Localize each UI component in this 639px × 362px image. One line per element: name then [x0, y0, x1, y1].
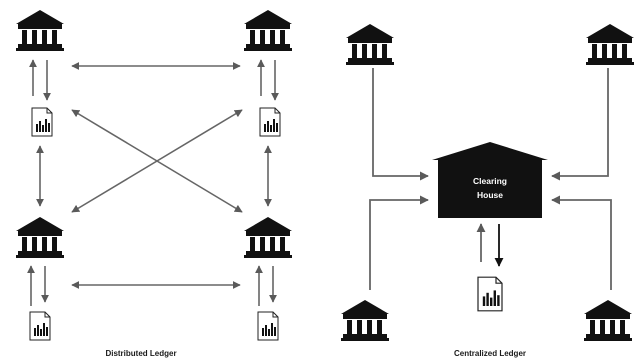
bank-icon-dist-top-right: [244, 10, 292, 51]
bank-icon-cent-top-left: [346, 24, 394, 65]
clearing-house-label-line2: House: [477, 190, 503, 200]
centralized-ledger-caption: Centralized Ledger: [454, 349, 526, 358]
bank-icon-cent-bottom-right: [584, 300, 632, 341]
bank-icon-dist-bottom-right: [244, 217, 292, 258]
ledger-doc-icon-dist-bottom-left: [29, 311, 51, 341]
bank-icon-cent-bottom-left: [341, 300, 389, 341]
ledger-doc-icon-central: [477, 276, 503, 312]
clearing-house-label-line1: Clearing: [473, 176, 507, 186]
distributed-ledger-panel: Distributed Ledger: [16, 10, 292, 358]
bank-icon-dist-top-left: [16, 10, 64, 51]
arrow-diagonal-bl-tr: [71, 109, 243, 213]
arrow-house-to-bl-bank: [369, 195, 429, 290]
distributed-ledger-caption: Distributed Ledger: [105, 349, 176, 358]
arrow-house-to-br-bank: [551, 195, 612, 290]
ledger-doc-icon-dist-bottom-right: [257, 311, 279, 341]
clearing-house: Clearing House: [432, 142, 548, 218]
arrow-tl-bank-to-house: [372, 68, 429, 181]
ledger-doc-icon-dist-top-left: [31, 107, 53, 137]
arrow-tr-bank-to-house: [551, 68, 609, 181]
bank-icon-cent-top-right: [586, 24, 634, 65]
bank-icon-dist-bottom-left: [16, 217, 64, 258]
centralized-ledger-panel: Clearing House Centralized Ledger: [341, 24, 634, 358]
ledger-doc-icon-dist-top-right: [259, 107, 281, 137]
